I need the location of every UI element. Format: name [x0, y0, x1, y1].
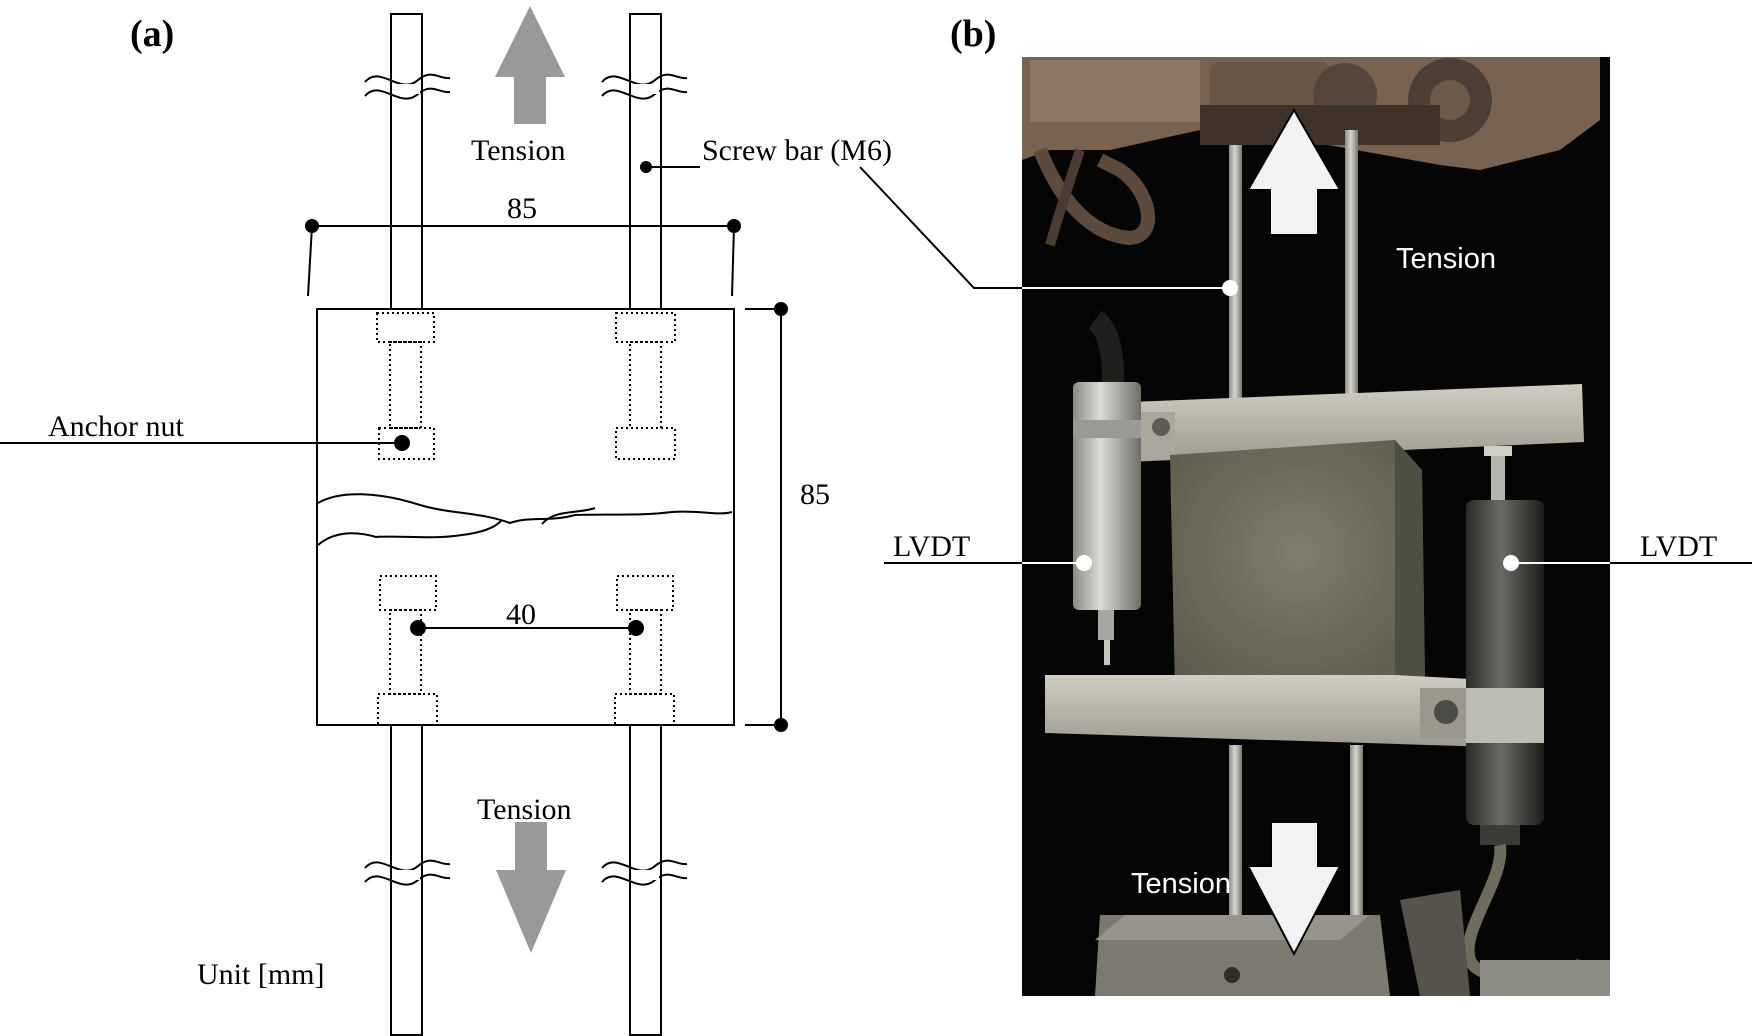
spacing-dimension-label: 40 [506, 598, 536, 631]
photo-specimen [1170, 440, 1425, 690]
lvdt-left-label: LVDT [893, 530, 970, 563]
photo-rod-lower-right [1350, 745, 1363, 925]
photo-tension-arrow-up-icon [1246, 107, 1342, 236]
embedded-bars [393, 310, 659, 314]
specimen-block [316, 308, 735, 726]
panel-a: (a) [0, 6, 1125, 1036]
break-mark-top-right [601, 73, 688, 100]
photo-rod-lower-left [1229, 745, 1242, 925]
photo-tension-top-label: Tension [1396, 243, 1496, 275]
photo-lower-plate [1045, 675, 1492, 747]
height-dimension [745, 308, 782, 726]
height-dimension-label: 85 [800, 478, 830, 511]
width-dimension-label: 85 [507, 192, 537, 225]
width-dimension [307, 225, 735, 297]
tension-bottom-label: Tension [477, 793, 572, 826]
break-marks [364, 73, 688, 886]
tension-top-label: Tension [471, 134, 566, 167]
photo-rod-upper-right [1345, 130, 1358, 435]
photo-lvdt-left-body [1073, 382, 1141, 610]
photo-upper-plate [1130, 384, 1584, 462]
screw-bar-left-top [390, 13, 423, 310]
break-mark-top-left [364, 73, 451, 100]
photo-lvdt-right-body [1466, 500, 1544, 825]
photo-tension-bottom-label: Tension [1131, 868, 1231, 900]
break-mark-bottom-left [364, 859, 451, 886]
top-grip [1022, 57, 1600, 247]
panel-b-label: (b) [950, 13, 996, 55]
screw-bar-label: Screw bar (M6) [702, 134, 892, 167]
panel-a-label: (a) [130, 13, 174, 55]
break-gaps [393, 84, 659, 880]
tension-arrow-up-icon [495, 6, 565, 124]
crack-lines [317, 493, 733, 546]
anchor-nut-callout [0, 435, 410, 451]
photo-callouts [1022, 280, 1610, 571]
panel-b: (b) [884, 13, 1752, 996]
tension-arrow-down-icon [496, 822, 566, 953]
lvdt-right-label: LVDT [1640, 530, 1717, 563]
unit-label: Unit [mm] [197, 958, 325, 991]
photo-tension-arrow-down-icon [1246, 821, 1342, 957]
anchor-nut-label: Anchor nut [48, 410, 184, 443]
spacing-dimension [410, 620, 644, 636]
break-mark-bottom-right [601, 859, 688, 886]
